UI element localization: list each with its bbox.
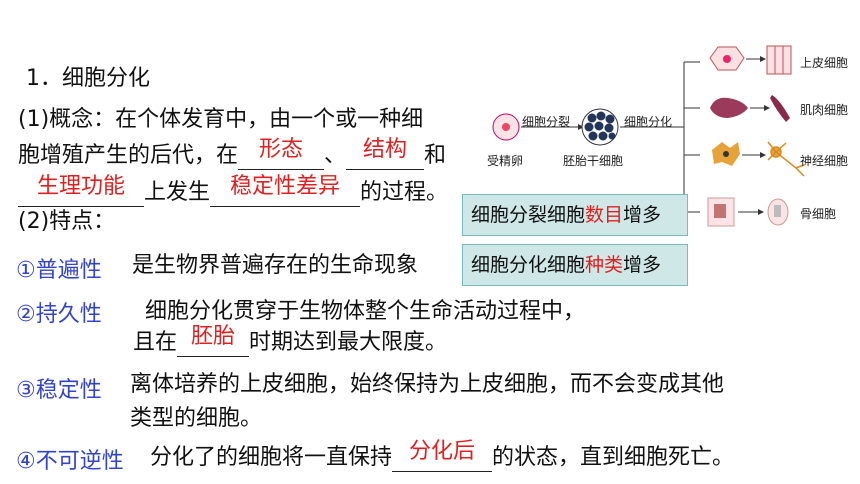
muscle-fiber-icon [770,95,790,122]
osteocyte-icon [767,198,789,226]
blank-embryo: 胚胎 [177,324,250,357]
blank-function: 生理功能 [18,174,144,207]
feature-persistence-text: 细胞分化贯穿于生物体整个生命活动过程中， [145,299,586,324]
feature-stability-line2: 类型的细胞。 [130,406,263,431]
concept-label: (1)概念： [18,107,116,132]
stem-cell-cluster-icon [581,108,619,146]
zygote-label: 受精卵 [487,154,524,168]
feature-irreversibility-label: ④不可逆性 [16,449,124,474]
concept-text-3a: 上发生 [144,180,211,205]
feature-stability-text: 离体培养的上皮细胞，始终保持为上皮细胞，而不会变成其他 [130,372,725,397]
epithelial-cell-icon [709,46,745,71]
concept-line-1: (1)概念：在个体发育中，由一个或一种细 [18,107,423,133]
concept-text-1: 在个体发育中，由一个或一种细 [115,107,424,132]
feature-universality-label: ①普遍性 [16,258,102,283]
concept-sep: 、 [324,143,347,168]
concept-text-2b: 和 [424,143,447,168]
callout-division: 细胞分裂细胞数目增多 [462,194,688,236]
features-label: (2)特点： [18,209,116,234]
neuron-icon [767,141,807,177]
zygote-icon [492,113,520,141]
feature-universality-text: 是生物界普遍存在的生命现象 [132,253,419,278]
feature-irreversibility-text: 分化了的细胞将一直保持分化后的状态，直到细胞死亡。 [150,439,735,472]
blank-morphology: 形态 [238,137,325,170]
nerve-cell-icon [712,142,740,166]
section-heading: 1．细胞分化 [26,66,150,91]
feature-stability-label: ③稳定性 [16,378,102,403]
muscle-cell-icon [710,97,748,118]
concept-text-2a: 胞增殖产生的后代，在 [18,143,239,168]
feature-persistence-line2: 且在胚胎时期达到最大限度。 [133,324,448,357]
concept-line-3: 生理功能上发生稳定性差异的过程。 [18,174,449,207]
epithelial-label: 上皮细胞 [800,56,849,70]
division-label: 细胞分裂 [522,115,571,129]
muscle-label: 肌肉细胞 [800,103,849,117]
concept-text-3b: 的过程。 [360,180,449,205]
blank-differentiated: 分化后 [392,439,493,472]
feature-persistence-label: ②持久性 [16,302,102,327]
blank-stable-difference: 稳定性差异 [210,174,361,207]
differentiation-label: 细胞分化 [624,115,673,129]
epithelium-icon [766,45,792,75]
stem-cell-label: 胚胎干细胞 [563,154,624,168]
bone-cell-icon [707,197,735,227]
callout-differentiation: 细胞分化细胞种类增多 [462,244,688,286]
blank-structure: 结构 [346,137,425,170]
bone-label: 骨细胞 [800,207,837,221]
nerve-label: 神经细胞 [800,154,849,168]
concept-line-2: 胞增殖产生的后代，在形态、结构和 [18,137,447,170]
